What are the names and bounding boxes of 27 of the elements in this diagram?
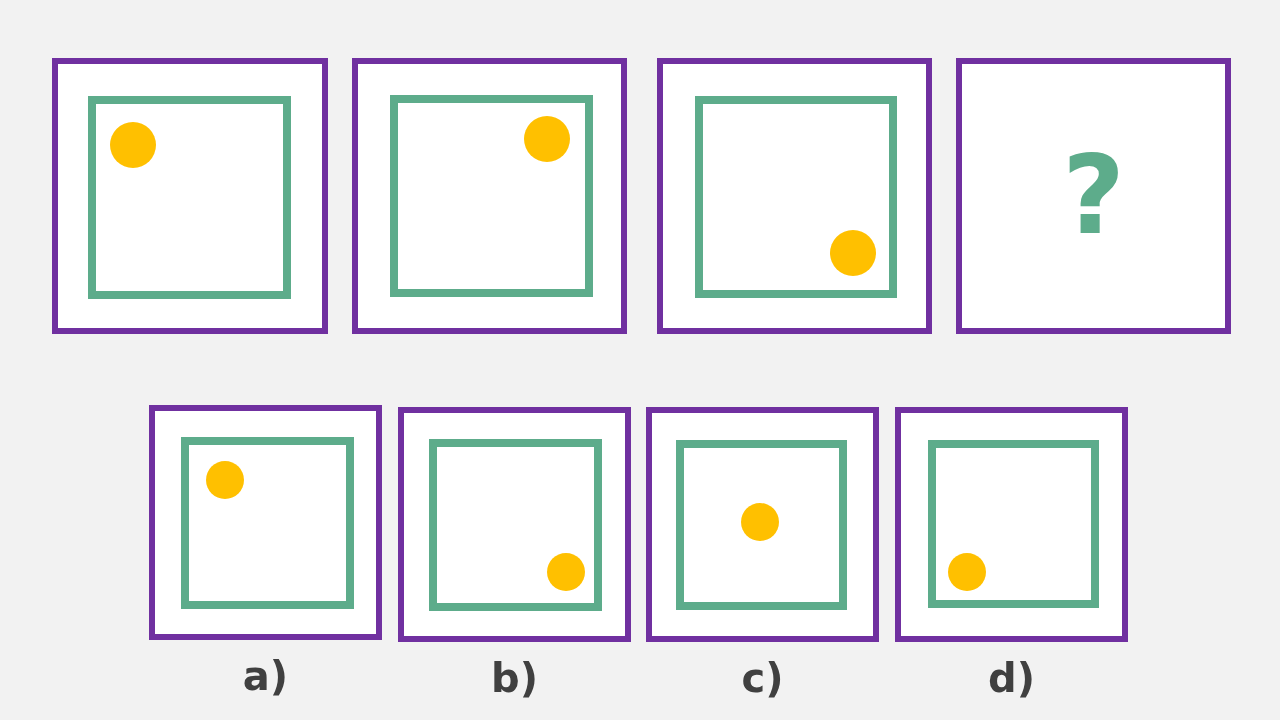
answer-frame (149, 405, 382, 640)
dot-icon (948, 553, 986, 591)
option-label: b) (491, 656, 538, 700)
dot-icon (206, 461, 244, 499)
option-label: a) (242, 654, 289, 698)
inner-square (429, 439, 602, 611)
puzzle-frame (352, 58, 627, 334)
question-mark: ? (1062, 142, 1125, 250)
dot-icon (741, 503, 779, 541)
inner-square (695, 96, 897, 298)
option-label: d) (988, 656, 1035, 700)
inner-square (88, 96, 291, 299)
puzzle-frame (956, 58, 1231, 334)
inner-square (390, 95, 593, 297)
dot-icon (110, 122, 156, 168)
dot-icon (547, 553, 585, 591)
dot-icon (524, 116, 570, 162)
inner-square (181, 437, 354, 609)
puzzle-frame (52, 58, 328, 334)
answer-frame (895, 407, 1128, 642)
dot-icon (830, 230, 876, 276)
inner-square (676, 440, 847, 610)
answer-frame (398, 407, 631, 642)
answer-frame (646, 407, 879, 642)
inner-square (928, 440, 1099, 608)
option-label: c) (741, 656, 784, 700)
puzzle-frame (657, 58, 932, 334)
